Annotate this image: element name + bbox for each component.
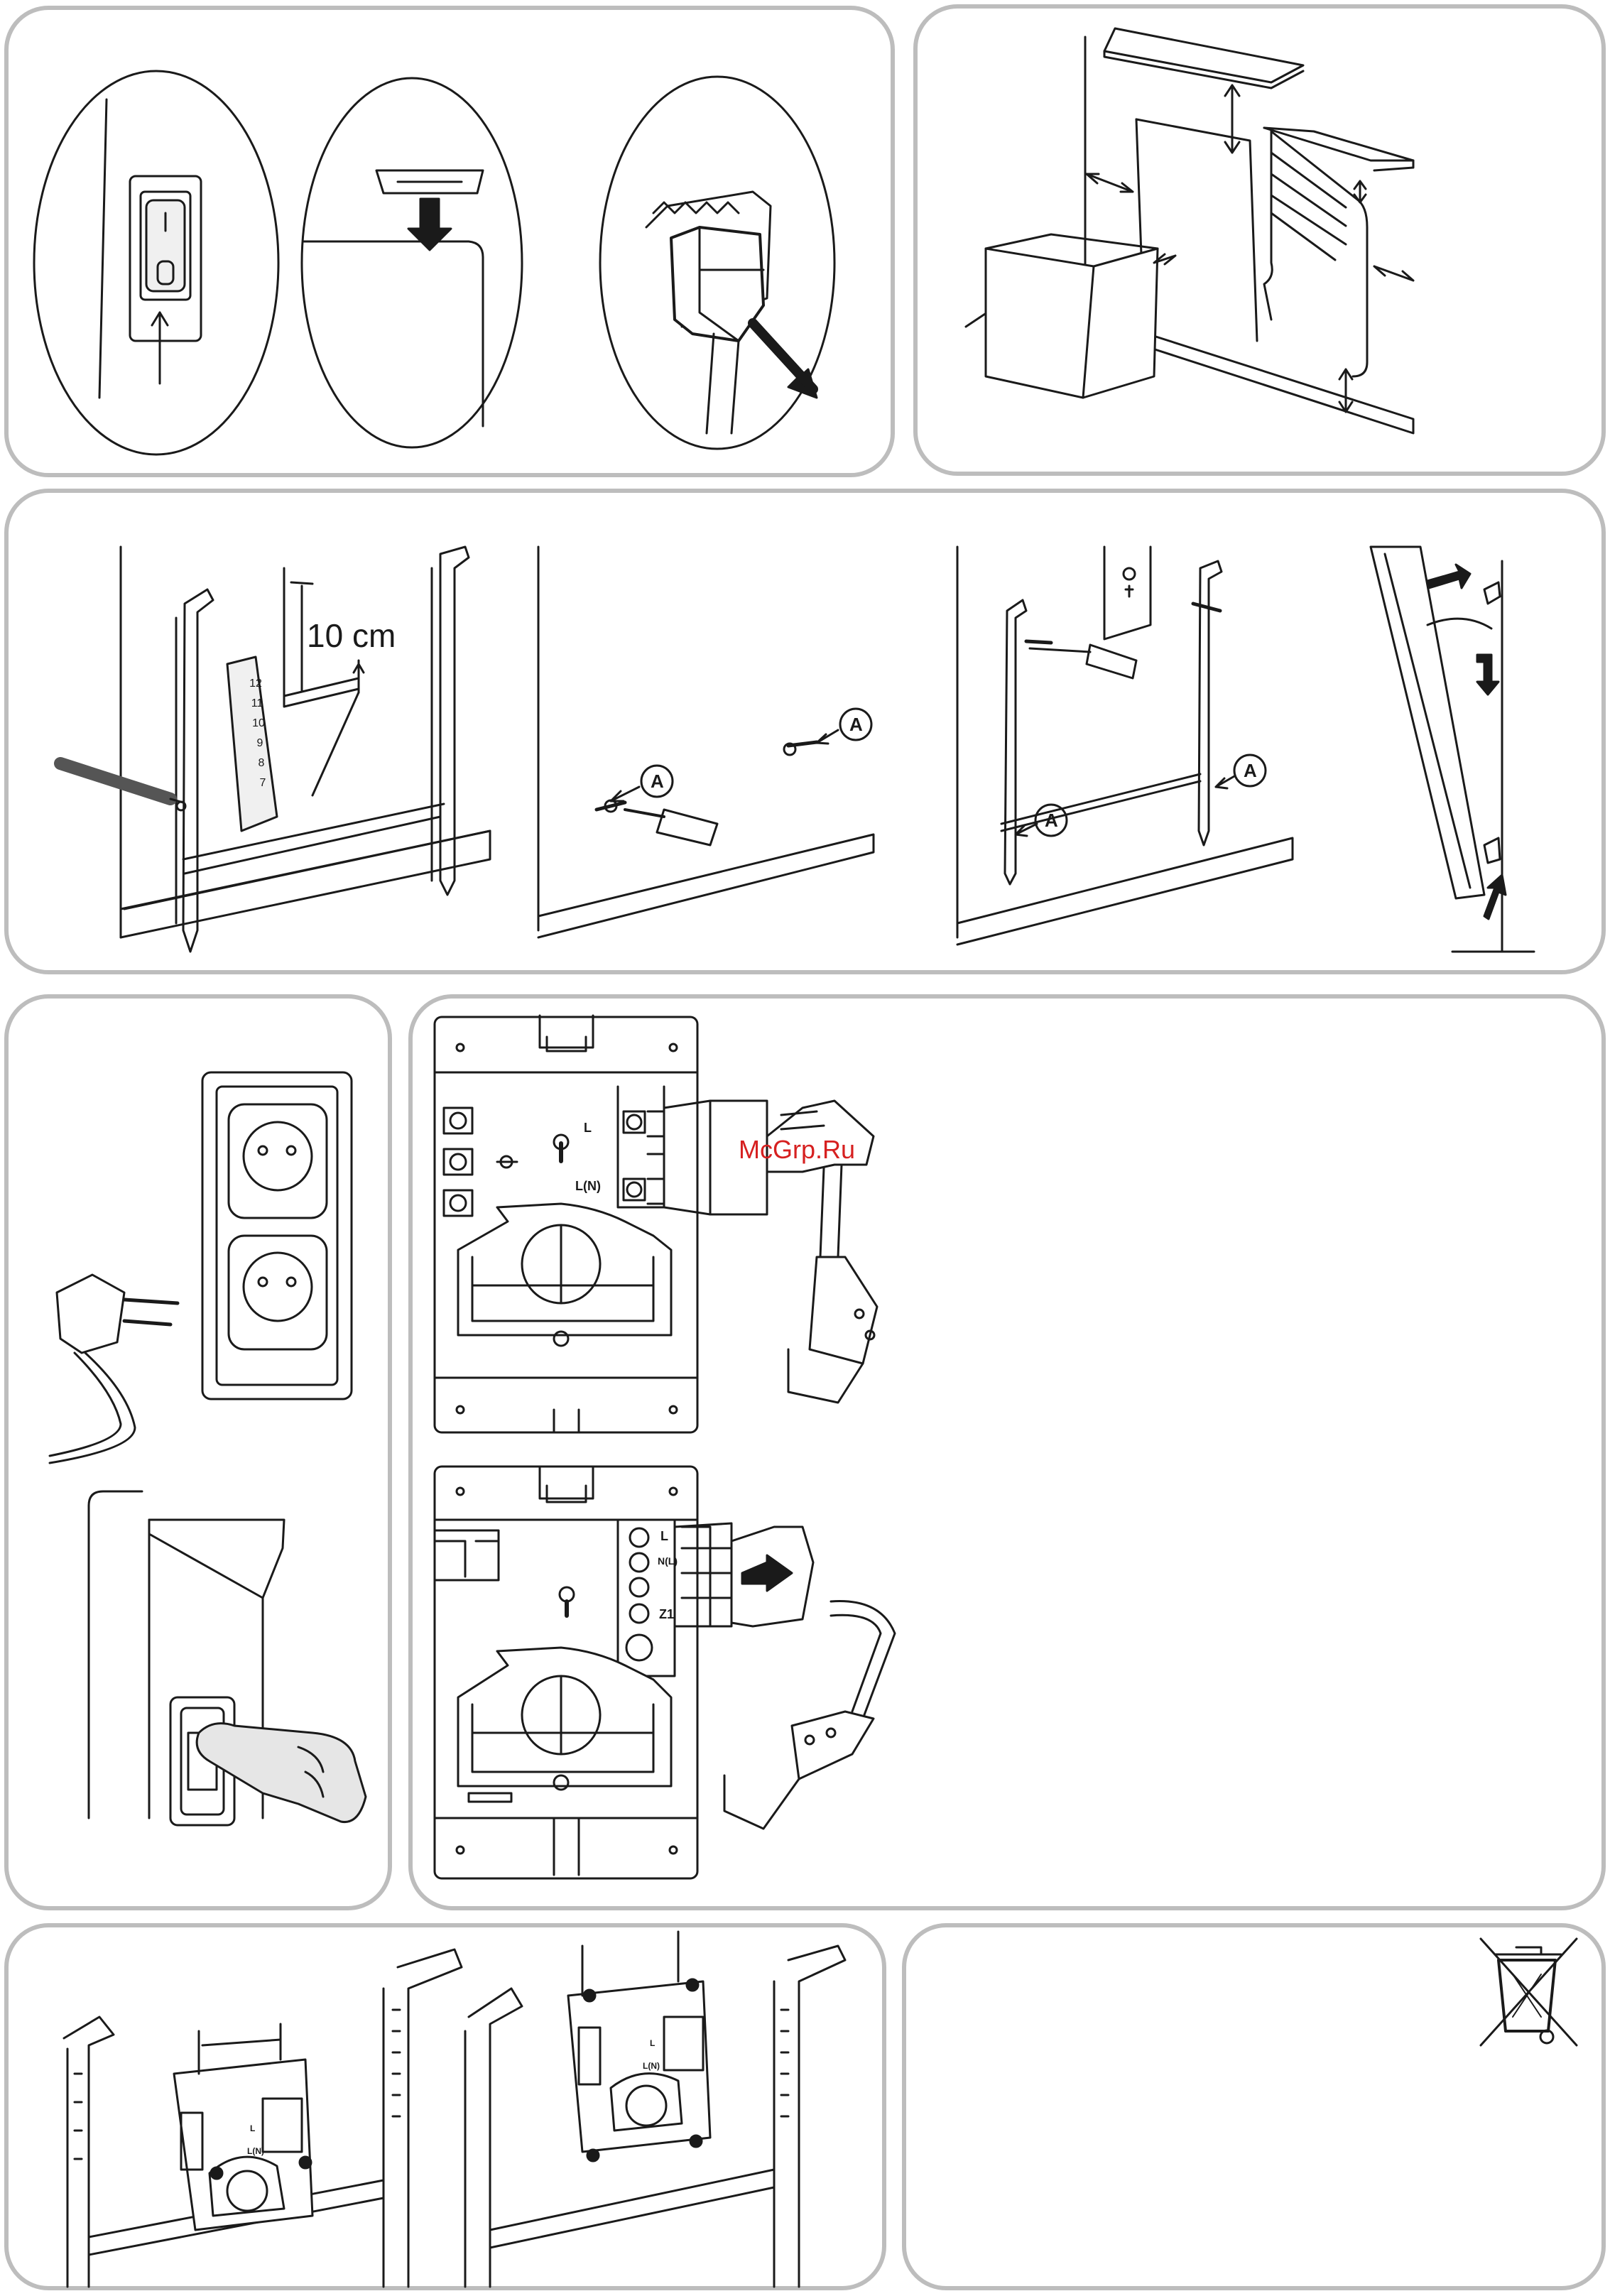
small-ln-label-1: L(N) [247,2146,264,2156]
fixing-point-label-2: A [849,714,863,736]
box-on-brackets-view [64,1932,845,2287]
bracket-scale-7: 7 [254,778,271,789]
bracket-scale-12: 12 [247,678,264,690]
bracket-marking-view [60,547,490,952]
recycle-bin-crossed-icon [1481,1939,1577,2045]
bracket-scale-10: 10 [250,718,267,729]
screw-fixing-view [538,547,874,937]
bracket-scale-11: 11 [249,698,266,709]
bracket-scale-8: 8 [253,758,270,769]
fixing-point-label-1: A [651,771,664,793]
oval-knob-view [302,78,522,447]
terminal-z1-label: Z1 [659,1607,674,1622]
bracket-fixed-view [957,547,1293,945]
fixing-point-label-3: A [1045,810,1058,832]
distance-label: 10 cm [307,616,396,655]
hang-heater-view [1371,547,1534,952]
bracket-scale-9: 9 [251,738,268,749]
socket-and-plug-view [50,1072,352,1463]
terminal-l-label: L [584,1121,592,1136]
heater-switch-view [89,1491,366,1825]
terminal-ln-label: L(N) [575,1179,601,1194]
clearance-diagram [966,28,1413,433]
small-l-label-1: L [250,2123,255,2133]
wiring-box-top [435,1016,877,1432]
wiring-box-bottom [435,1467,895,1878]
small-l-label-2: L [650,2038,655,2048]
terminal-nl-label: N(L) [658,1555,678,1567]
fixing-point-label-4: A [1244,760,1257,782]
oval-switch-view [34,71,278,455]
small-ln-label-2: L(N) [643,2061,660,2071]
terminal-l-label-2: L [660,1529,668,1544]
oval-plug-view [600,77,834,449]
watermark: McGrp.Ru [739,1135,855,1165]
